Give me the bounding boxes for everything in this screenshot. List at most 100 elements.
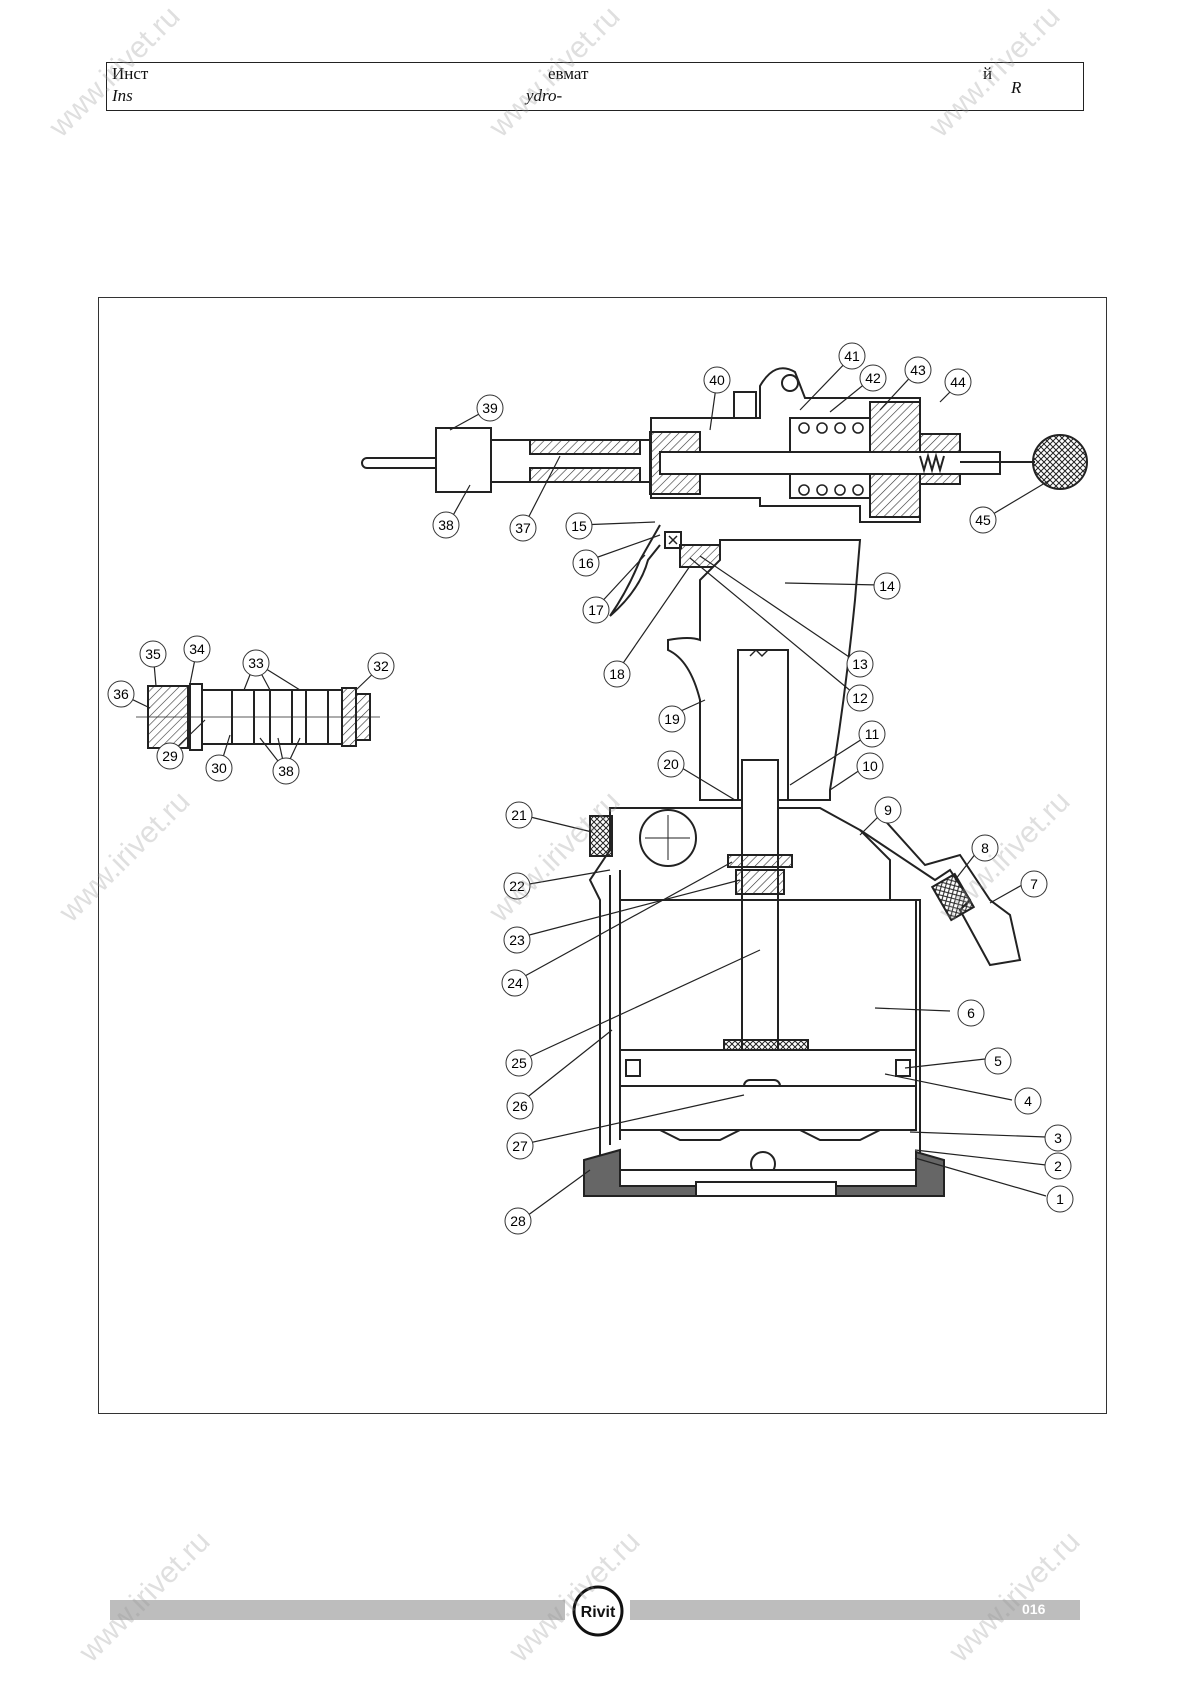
callout-1: 1 [1047, 1186, 1073, 1212]
svg-text:25: 25 [511, 1055, 527, 1071]
svg-text:30: 30 [211, 760, 227, 776]
svg-text:11: 11 [865, 726, 880, 742]
callout-42: 42 [860, 365, 886, 391]
callout-7: 7 [1021, 871, 1047, 897]
svg-text:29: 29 [162, 748, 178, 764]
svg-text:5: 5 [994, 1053, 1002, 1069]
reservoir-base [584, 760, 1020, 1196]
callout-27: 27 [507, 1133, 533, 1159]
svg-text:4: 4 [1024, 1093, 1032, 1109]
svg-text:19: 19 [664, 711, 680, 727]
callout-37: 37 [510, 515, 536, 541]
svg-text:17: 17 [588, 602, 604, 618]
svg-text:13: 13 [852, 656, 868, 672]
callout-21: 21 [506, 802, 532, 828]
callout-26: 26 [507, 1093, 533, 1119]
footer-bar-right [630, 1600, 1080, 1620]
page-number: 016 [1022, 1601, 1045, 1617]
callout-38b: 38 [273, 758, 299, 784]
callout-13: 13 [847, 651, 873, 677]
svg-text:14: 14 [879, 578, 895, 594]
rivit-logo: Rivit [570, 1583, 626, 1639]
svg-text:22: 22 [509, 878, 525, 894]
callout-11: 11 [859, 721, 885, 747]
callout-14: 14 [874, 573, 900, 599]
svg-text:33: 33 [248, 655, 264, 671]
callout-34: 34 [184, 636, 210, 662]
callout-29: 29 [157, 743, 183, 769]
svg-text:38: 38 [278, 763, 294, 779]
svg-text:15: 15 [571, 518, 587, 534]
footer-bar-left [110, 1600, 565, 1620]
callout-19: 19 [659, 706, 685, 732]
svg-text:39: 39 [482, 400, 498, 416]
callout-24: 24 [502, 970, 528, 996]
svg-text:23: 23 [509, 932, 525, 948]
svg-text:16: 16 [578, 555, 594, 571]
callout-45: 45 [970, 507, 996, 533]
callout-25: 25 [506, 1050, 532, 1076]
svg-text:26: 26 [512, 1098, 528, 1114]
callout-39: 39 [477, 395, 503, 421]
callout-9: 9 [875, 797, 901, 823]
svg-text:3: 3 [1054, 1130, 1062, 1146]
svg-text:6: 6 [967, 1005, 975, 1021]
callout-38a: 38 [433, 512, 459, 538]
callout-35: 35 [140, 641, 166, 667]
svg-text:40: 40 [709, 372, 725, 388]
svg-text:44: 44 [950, 374, 966, 390]
svg-text:35: 35 [145, 646, 161, 662]
svg-text:Rivit: Rivit [581, 1604, 616, 1621]
callout-2: 2 [1045, 1153, 1071, 1179]
svg-text:7: 7 [1030, 876, 1038, 892]
svg-text:2: 2 [1054, 1158, 1062, 1174]
callout-4: 4 [1015, 1088, 1041, 1114]
callout-36: 36 [108, 681, 134, 707]
callout-6: 6 [958, 1000, 984, 1026]
svg-text:45: 45 [975, 512, 991, 528]
callout-10: 10 [857, 753, 883, 779]
svg-text:10: 10 [862, 758, 878, 774]
callout-12: 12 [847, 685, 873, 711]
callout-3: 3 [1045, 1125, 1071, 1151]
callout-8: 8 [972, 835, 998, 861]
trigger-handle [610, 525, 860, 800]
svg-text:1: 1 [1056, 1191, 1064, 1207]
svg-text:12: 12 [852, 690, 868, 706]
callout-23: 23 [504, 927, 530, 953]
callout-20: 20 [658, 751, 684, 777]
svg-text:42: 42 [865, 370, 881, 386]
callout-33: 33 [243, 650, 269, 676]
svg-text:38: 38 [438, 517, 454, 533]
svg-text:32: 32 [373, 658, 389, 674]
callout-32: 32 [368, 653, 394, 679]
gun-head [362, 368, 1087, 522]
svg-text:34: 34 [189, 641, 205, 657]
svg-text:9: 9 [884, 802, 892, 818]
svg-text:27: 27 [512, 1138, 528, 1154]
svg-text:18: 18 [609, 666, 625, 682]
callout-15: 15 [566, 513, 592, 539]
callout-18: 18 [604, 661, 630, 687]
svg-text:41: 41 [844, 348, 860, 364]
svg-text:20: 20 [663, 756, 679, 772]
valve-detail [136, 684, 380, 750]
svg-text:8: 8 [981, 840, 989, 856]
callout-30: 30 [206, 755, 232, 781]
svg-text:36: 36 [113, 686, 129, 702]
svg-text:37: 37 [515, 520, 531, 536]
callout-41: 41 [839, 343, 865, 369]
callout-43: 43 [905, 357, 931, 383]
svg-text:21: 21 [511, 807, 527, 823]
callout-40: 40 [704, 367, 730, 393]
callout-44: 44 [945, 369, 971, 395]
callout-22: 22 [504, 873, 530, 899]
callout-5: 5 [985, 1048, 1011, 1074]
svg-text:24: 24 [507, 975, 523, 991]
callout-17: 17 [583, 597, 609, 623]
callout-28: 28 [505, 1208, 531, 1234]
svg-text:28: 28 [510, 1213, 526, 1229]
svg-text:43: 43 [910, 362, 926, 378]
callout-16: 16 [573, 550, 599, 576]
